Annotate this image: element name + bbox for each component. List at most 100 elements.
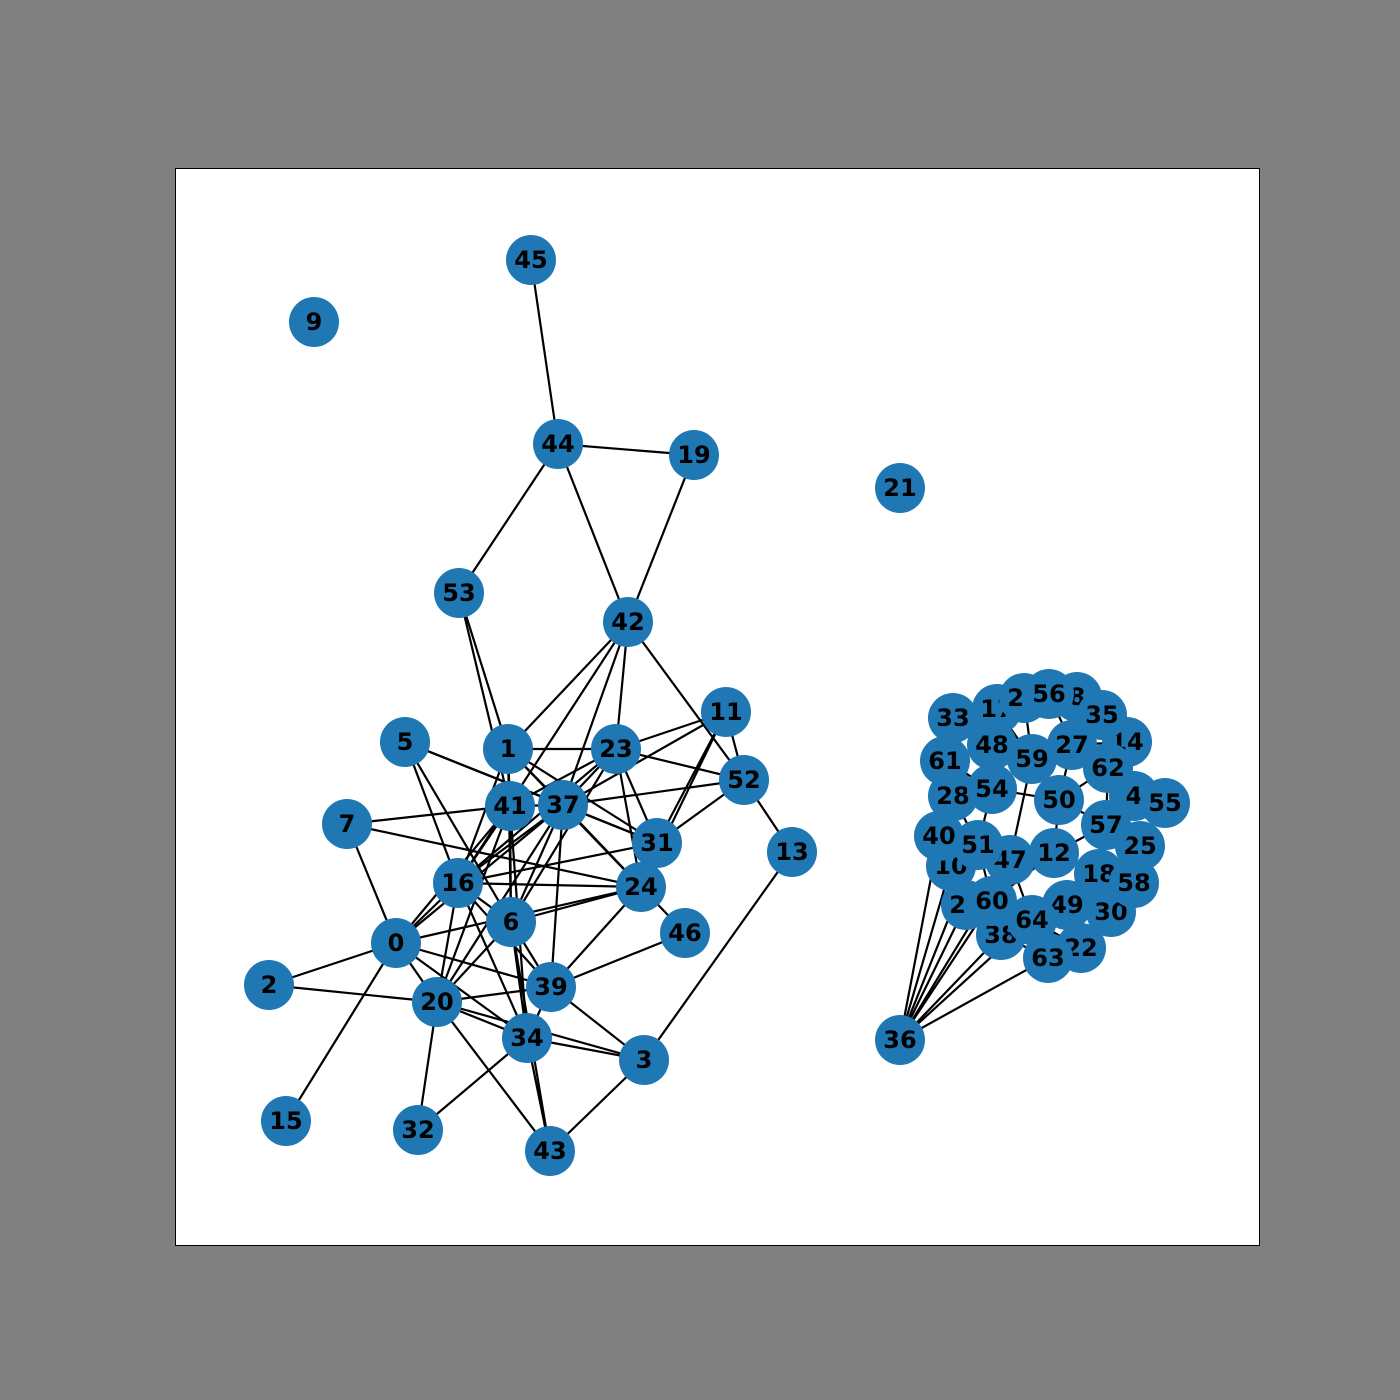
node-circle bbox=[533, 419, 583, 469]
node-circle bbox=[483, 724, 533, 774]
edge-16-24 bbox=[457, 881, 642, 889]
node-circle bbox=[701, 687, 751, 737]
node-50: 50 bbox=[1034, 775, 1084, 825]
node-5: 5 bbox=[380, 717, 430, 767]
node-3: 3 bbox=[619, 1035, 669, 1085]
node-64: 64 bbox=[1007, 895, 1057, 945]
node-circle bbox=[434, 568, 484, 618]
node-21: 21 bbox=[875, 463, 925, 513]
node-label: 16 bbox=[441, 869, 474, 897]
node-label: 20 bbox=[420, 988, 453, 1016]
node-circle bbox=[632, 818, 682, 868]
node-15: 15 bbox=[261, 1096, 311, 1146]
node-circle bbox=[289, 297, 339, 347]
node-33: 33 bbox=[928, 693, 978, 743]
node-circle bbox=[967, 764, 1017, 814]
node-circle bbox=[603, 597, 653, 647]
node-circle bbox=[1140, 778, 1190, 828]
node-circle bbox=[380, 717, 430, 767]
edge-5-16 bbox=[403, 741, 460, 884]
node-label: 4 bbox=[1126, 782, 1143, 810]
node-label: 3 bbox=[636, 1046, 653, 1074]
node-label: 59 bbox=[1015, 745, 1048, 773]
node-circle bbox=[875, 1015, 925, 1065]
edge-37-39 bbox=[549, 804, 565, 988]
node-circle bbox=[875, 463, 925, 513]
node-label: 31 bbox=[640, 829, 673, 857]
node-label: 35 bbox=[1085, 701, 1118, 729]
node-label: 56 bbox=[1032, 680, 1065, 708]
node-label: 51 bbox=[961, 831, 994, 859]
node-label: 32 bbox=[401, 1116, 434, 1144]
node-circle bbox=[1034, 775, 1084, 825]
node-58: 58 bbox=[1109, 858, 1159, 908]
node-circle bbox=[393, 1105, 443, 1155]
node-label: 21 bbox=[883, 474, 916, 502]
node-label: 50 bbox=[1042, 786, 1075, 814]
node-label: 37 bbox=[546, 791, 579, 819]
node-label: 46 bbox=[668, 919, 701, 947]
node-41: 41 bbox=[485, 781, 535, 831]
node-circle bbox=[1023, 933, 1073, 983]
node-0: 0 bbox=[371, 918, 421, 968]
node-circle bbox=[261, 1096, 311, 1146]
node-42: 42 bbox=[603, 597, 653, 647]
node-19: 19 bbox=[669, 430, 719, 480]
node-circle bbox=[485, 781, 535, 831]
node-circle bbox=[619, 1035, 669, 1085]
node-label: 43 bbox=[533, 1137, 566, 1165]
node-label: 45 bbox=[514, 246, 547, 274]
nodes-layer: 0123456789101112131415161718192021222324… bbox=[244, 235, 1190, 1176]
edge-2-20 bbox=[268, 983, 438, 1004]
node-label: 54 bbox=[975, 775, 1008, 803]
node-62: 62 bbox=[1083, 743, 1133, 793]
node-31: 31 bbox=[632, 818, 682, 868]
node-label: 60 bbox=[975, 887, 1008, 915]
node-32: 32 bbox=[393, 1105, 443, 1155]
edge-41-20 bbox=[435, 805, 512, 1003]
node-label: 63 bbox=[1031, 944, 1064, 972]
node-circle bbox=[719, 755, 769, 805]
node-circle bbox=[1007, 734, 1057, 784]
node-20: 20 bbox=[412, 977, 462, 1027]
node-1: 1 bbox=[483, 724, 533, 774]
node-12: 12 bbox=[1029, 828, 1079, 878]
edge-44-42 bbox=[556, 443, 630, 623]
node-circle bbox=[616, 862, 666, 912]
node-circle bbox=[953, 820, 1003, 870]
node-label: 23 bbox=[599, 735, 632, 763]
node-56: 56 bbox=[1024, 669, 1074, 719]
edge-53-1 bbox=[457, 592, 510, 750]
node-circle bbox=[1077, 690, 1127, 740]
node-circle bbox=[914, 811, 964, 861]
node-circle bbox=[433, 858, 483, 908]
edge-42-1 bbox=[507, 621, 629, 750]
node-37: 37 bbox=[538, 780, 588, 830]
node-34: 34 bbox=[502, 1013, 552, 1063]
node-36: 36 bbox=[875, 1015, 925, 1065]
node-circle bbox=[502, 1013, 552, 1063]
edge-20-43 bbox=[436, 1001, 551, 1152]
node-label: 39 bbox=[534, 973, 567, 1001]
edge-16-34 bbox=[456, 882, 529, 1039]
node-label: 28 bbox=[936, 782, 969, 810]
node-circle bbox=[412, 977, 462, 1027]
node-label: 36 bbox=[883, 1026, 916, 1054]
node-circle bbox=[660, 908, 710, 958]
node-circle bbox=[669, 430, 719, 480]
node-label: 53 bbox=[442, 579, 475, 607]
edge-42-52 bbox=[627, 621, 745, 781]
node-23: 23 bbox=[591, 724, 641, 774]
node-label: 25 bbox=[1123, 832, 1156, 860]
node-label: 13 bbox=[775, 838, 808, 866]
node-circle bbox=[1109, 858, 1159, 908]
node-60: 60 bbox=[967, 876, 1017, 926]
node-label: 58 bbox=[1117, 869, 1150, 897]
node-label: 6 bbox=[503, 908, 520, 936]
node-label: 1 bbox=[500, 735, 517, 763]
node-circle bbox=[538, 780, 588, 830]
node-46: 46 bbox=[660, 908, 710, 958]
node-label: 52 bbox=[727, 766, 760, 794]
node-label: 15 bbox=[269, 1107, 302, 1135]
